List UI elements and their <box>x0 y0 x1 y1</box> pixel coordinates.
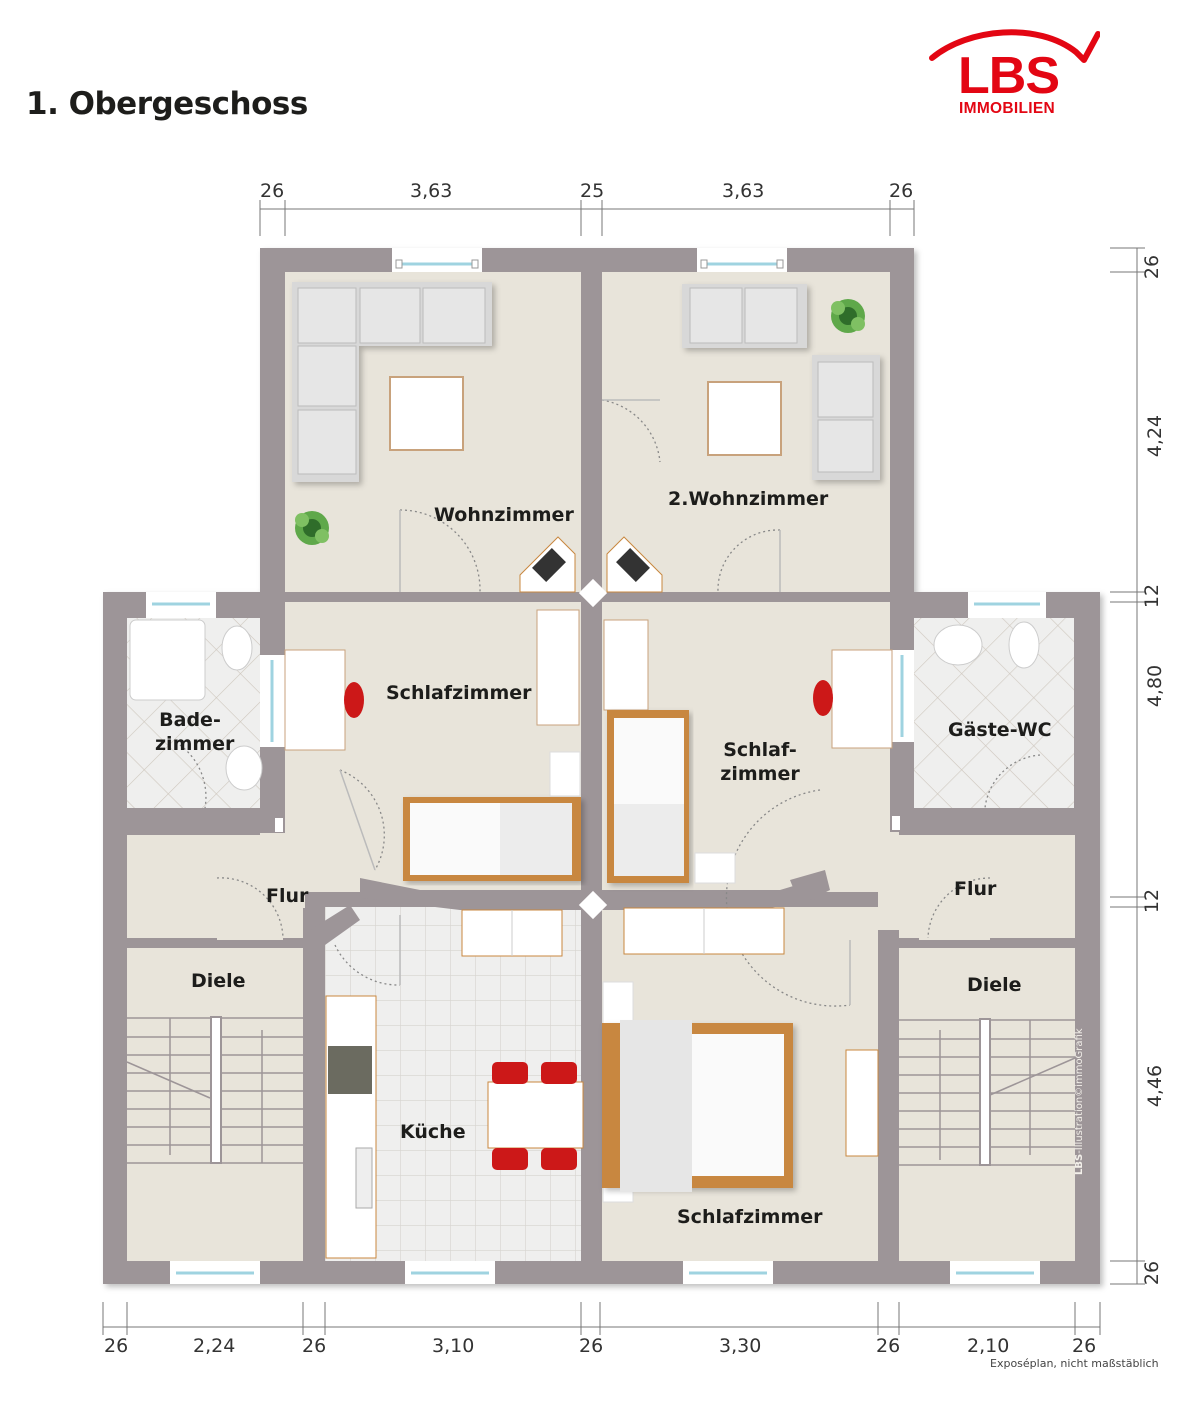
room-label-flur-right: Flur <box>954 878 997 900</box>
dim-bottom-0: 26 <box>104 1335 129 1357</box>
dim-right-0: 26 <box>1141 254 1164 280</box>
dim-right-1: 4,24 <box>1144 414 1167 458</box>
dim-right-6: 26 <box>1141 1260 1164 1286</box>
wardrobe-left <box>536 609 580 726</box>
dim-top-2: 25 <box>580 180 605 202</box>
windows <box>146 248 1046 1284</box>
page-title: 1. Obergeschoss <box>26 86 308 122</box>
room-label-diele-right: Diele <box>967 974 1022 996</box>
dim-right-2: 12 <box>1141 583 1164 609</box>
furniture <box>126 282 1076 1259</box>
desk-chair-left <box>344 682 364 718</box>
corner-sofa <box>292 282 492 482</box>
desk-right <box>831 649 893 749</box>
dim-bottom-2: 26 <box>302 1335 327 1357</box>
dining-chair <box>492 1062 528 1084</box>
sink-icon <box>355 1147 373 1209</box>
logo-brand: LBS <box>958 47 1060 105</box>
dim-bottom-4: 26 <box>579 1335 604 1357</box>
dim-bottom-8: 26 <box>1072 1335 1097 1357</box>
lbs-logo: LBS IMMOBILIEN <box>928 22 1100 122</box>
kitchen-counter <box>325 995 377 1259</box>
illustration-credit: LBS-Illustration©immoGrafik <box>1074 1028 1085 1175</box>
room-label-diele-left: Diele <box>191 970 246 992</box>
room-label-schlafzimmer-center: Schlaf- zimmer <box>720 739 800 785</box>
plan-disclaimer: Exposéplan, nicht maßstäblich <box>990 1357 1159 1370</box>
room-label-flur-left: Flur <box>266 885 309 907</box>
desk-left <box>284 649 346 751</box>
dim-top-1: 3,63 <box>410 180 453 202</box>
dimension-lines <box>102 200 1145 1335</box>
room-label-schlafzimmer-bottom: Schlafzimmer <box>677 1206 823 1228</box>
shower-tray <box>129 619 206 701</box>
pillar-marker-bottom <box>578 890 608 920</box>
dining-table <box>487 1081 584 1149</box>
room-label-badezimmer: Bade- zimmer <box>155 709 235 755</box>
dim-right-4: 12 <box>1141 888 1164 914</box>
dim-top-0: 26 <box>260 180 285 202</box>
plant-icon <box>831 299 865 333</box>
dim-bottom-3: 3,10 <box>432 1335 475 1357</box>
plant-icon <box>295 511 329 545</box>
room-label-kueche: Küche <box>400 1121 466 1143</box>
toilet-icon <box>221 625 253 671</box>
coffee-table-right <box>707 381 782 456</box>
dining-chair <box>541 1148 577 1170</box>
dresser <box>845 1049 879 1157</box>
desk-chair-right <box>813 680 833 716</box>
dim-top-4: 26 <box>889 180 914 202</box>
washbasin-icon <box>225 745 263 791</box>
stove-icon <box>328 1046 372 1094</box>
logo-roof-swoosh-icon <box>929 29 1100 63</box>
toilet-icon <box>1008 621 1040 669</box>
dim-right-3: 4,80 <box>1144 664 1167 708</box>
washbasin-icon <box>933 624 983 666</box>
dim-top-3: 3,63 <box>722 180 765 202</box>
logo-subtitle: IMMOBILIEN <box>959 100 1055 117</box>
dim-bottom-1: 2,24 <box>193 1335 236 1357</box>
coffee-table-left <box>389 376 464 451</box>
dim-right-5: 4,46 <box>1144 1064 1167 1108</box>
pillar-marker-top <box>578 578 608 608</box>
dim-bottom-5: 3,30 <box>719 1335 762 1357</box>
dim-bottom-6: 26 <box>876 1335 901 1357</box>
room-label-gaeste-wc: Gäste-WC <box>948 719 1052 741</box>
room-label-wohnzimmer: Wohnzimmer <box>434 504 574 526</box>
dining-chair <box>492 1148 528 1170</box>
wardrobe-center <box>603 619 649 711</box>
door-leaves <box>339 399 851 1005</box>
dim-bottom-7: 2,10 <box>967 1335 1010 1357</box>
room-label-schlafzimmer-left: Schlafzimmer <box>386 682 532 704</box>
dining-chair <box>541 1062 577 1084</box>
room-label-2-wohnzimmer: 2.Wohnzimmer <box>668 488 829 510</box>
